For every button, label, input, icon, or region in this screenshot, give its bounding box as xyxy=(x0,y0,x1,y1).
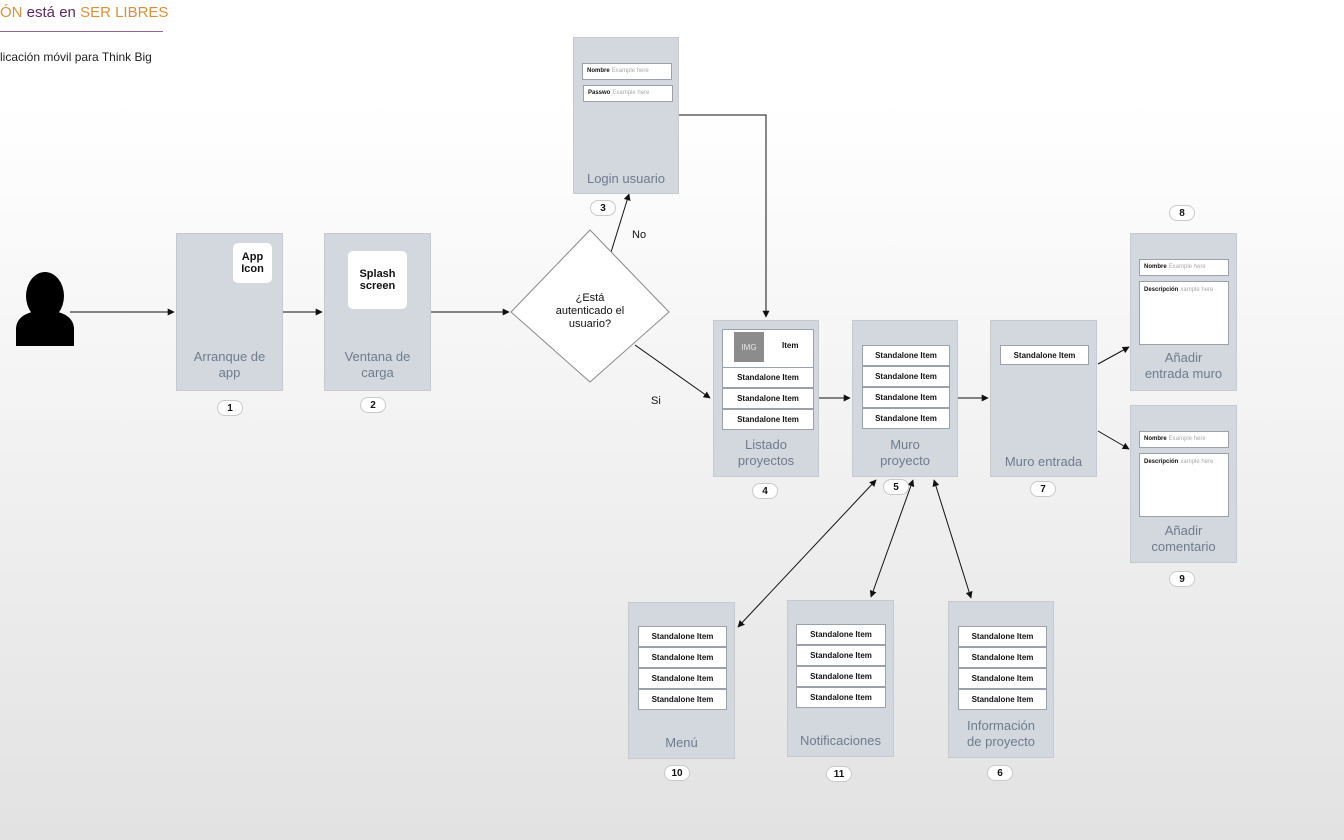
list-item[interactable]: Standalone Item xyxy=(862,366,950,387)
edge-5-10 xyxy=(737,479,877,628)
notification-item[interactable]: Standalone Item xyxy=(796,666,886,687)
screen-notificaciones[interactable]: Standalone Item Standalone Item Standalo… xyxy=(787,600,894,757)
edge-label-no: No xyxy=(632,229,647,241)
user-silhouette-icon xyxy=(16,272,74,346)
edge-7-to-8 xyxy=(1097,346,1130,365)
decision-line-1: ¿Está xyxy=(575,292,605,304)
step-badge-4: 4 xyxy=(752,483,778,499)
edge-3-to-4 xyxy=(679,114,770,318)
project-card-label: Item xyxy=(782,341,799,350)
screen-caption: Notificaciones xyxy=(800,733,881,748)
screen-caption: Login usuario xyxy=(586,171,666,186)
page-subtitle: licación móvil para Think Big xyxy=(0,50,152,64)
step-badge-9: 9 xyxy=(1169,571,1195,587)
notification-item[interactable]: Standalone Item xyxy=(796,687,886,708)
decision-label: ¿Está autenticado el usuario? xyxy=(540,292,640,331)
notification-item[interactable]: Standalone Item xyxy=(796,645,886,666)
brand-part-3: SER LIBRES xyxy=(80,4,169,21)
list-item[interactable]: Standalone Item xyxy=(722,409,814,430)
list-item[interactable]: Standalone Item xyxy=(862,387,950,408)
brand-part-2: está en xyxy=(26,4,76,21)
screen-informacion-proyecto[interactable]: Standalone Item Standalone Item Standalo… xyxy=(948,601,1054,758)
list-item[interactable]: Standalone Item xyxy=(958,626,1047,647)
notification-item[interactable]: Standalone Item xyxy=(796,624,886,645)
edge-decision-yes xyxy=(634,344,711,399)
edge-7-to-9 xyxy=(1097,430,1130,450)
edge-decision-no xyxy=(607,193,631,263)
list-item[interactable]: Standalone Item xyxy=(862,345,950,366)
step-badge-1: 1 xyxy=(217,400,243,416)
edge-label-yes: Si xyxy=(651,395,661,407)
screen-caption: Muro entrada xyxy=(1004,454,1083,469)
list-item[interactable]: Standalone Item xyxy=(958,647,1047,668)
menu-item[interactable]: Standalone Item xyxy=(638,626,727,647)
screen-menu[interactable]: Standalone Item Standalone Item Standalo… xyxy=(628,602,735,759)
menu-item[interactable]: Standalone Item xyxy=(638,647,727,668)
step-badge-8: 8 xyxy=(1169,205,1195,221)
step-badge-10: 10 xyxy=(664,765,690,781)
list-item[interactable]: Standalone Item xyxy=(958,668,1047,689)
screen-listado-proyectos[interactable]: IMG Item Standalone Item Standalone Item… xyxy=(713,320,819,477)
screen-muro-proyecto[interactable]: Standalone Item Standalone Item Standalo… xyxy=(852,320,958,477)
decision-line-2: autenticado el xyxy=(555,305,625,317)
screen-caption: Menú xyxy=(665,735,698,750)
list-item[interactable]: Standalone Item xyxy=(1000,345,1089,365)
menu-item[interactable]: Standalone Item xyxy=(638,668,727,689)
list-item[interactable]: Standalone Item xyxy=(722,388,814,409)
step-badge-11: 11 xyxy=(826,766,852,782)
brand-part-1: ÓN xyxy=(0,4,23,21)
step-badge-7: 7 xyxy=(1030,481,1056,497)
screen-muro-entrada[interactable]: Standalone Item Muro entrada xyxy=(990,320,1097,477)
brand-title: ÓN está en SER LIBRES xyxy=(0,4,168,21)
menu-item[interactable]: Standalone Item xyxy=(638,689,727,710)
list-item[interactable]: Standalone Item xyxy=(722,367,814,388)
image-placeholder: IMG xyxy=(734,332,764,362)
brand-divider xyxy=(0,31,163,32)
edge-5-6 xyxy=(932,479,973,599)
step-badge-6: 6 xyxy=(987,765,1013,781)
list-item[interactable]: Standalone Item xyxy=(862,408,950,429)
edge-5-11 xyxy=(869,479,915,598)
step-badge-3: 3 xyxy=(590,200,616,216)
decision-diamond xyxy=(510,229,670,383)
step-badge-2: 2 xyxy=(360,397,386,413)
decision-line-3: usuario? xyxy=(568,318,612,330)
list-item[interactable]: Standalone Item xyxy=(958,689,1047,710)
step-badge-5: 5 xyxy=(883,479,909,495)
